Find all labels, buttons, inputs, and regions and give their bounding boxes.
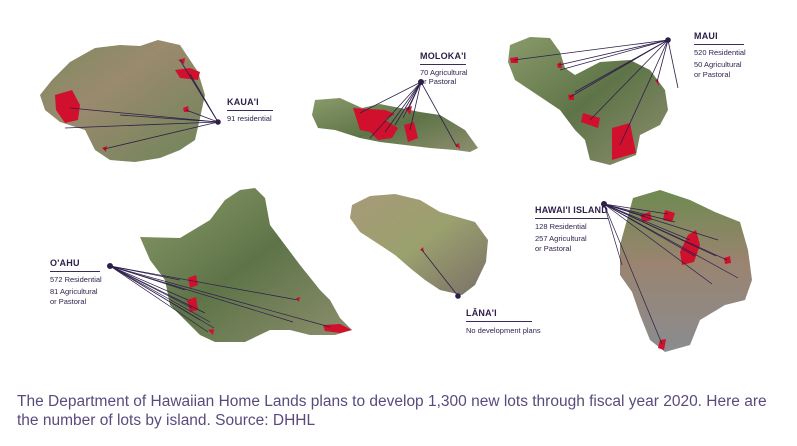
agricultural-count: 257 Agricultural (535, 234, 587, 243)
lanai-marker (455, 293, 461, 299)
island-name: LĀNA'I (466, 308, 532, 322)
development-status: No development plans (466, 326, 541, 335)
agricultural-count-suffix: or Pastoral (694, 69, 731, 79)
island-lanai (350, 194, 488, 299)
island-molokai (312, 79, 478, 152)
label-kauai: KAUA'I 91 residential (227, 92, 273, 123)
island-name: MAUI (694, 31, 744, 45)
agricultural-count-suffix: or Pastoral (50, 296, 87, 306)
hawaiian-islands-map (40, 37, 752, 352)
agricultural-count: 50 Agricultural (694, 60, 742, 69)
agricultural-count-suffix: or Pastoral (535, 243, 572, 253)
residential-count: 520 Residential (694, 48, 746, 57)
label-oahu: O'AHU 572 Residential 81 Agricultural or… (50, 253, 102, 306)
molokai-marker (418, 79, 424, 85)
hawaii-marker (601, 201, 607, 207)
agricultural-count: 81 Agricultural (50, 287, 98, 296)
label-molokai: MOLOKA'I 70 Agricultural or Pastoral (420, 46, 468, 86)
agricultural-count: 70 Agricultural (420, 68, 468, 77)
label-hawaii: HAWAI'I ISLAND 128 Residential 257 Agric… (535, 200, 608, 253)
map-caption: The Department of Hawaiian Home Lands pl… (17, 393, 767, 429)
residential-count: 128 Residential (535, 222, 587, 231)
label-lanai: LĀNA'I No development plans (466, 303, 541, 335)
maui-marker (665, 37, 671, 43)
island-name: O'AHU (50, 258, 100, 272)
island-name: HAWAI'I ISLAND (535, 205, 608, 219)
agricultural-count-suffix: or Pastoral (420, 77, 457, 86)
island-name: KAUA'I (227, 97, 273, 111)
kauai-marker (215, 119, 221, 125)
residential-count: 572 Residential (50, 275, 102, 284)
island-maui (508, 37, 679, 165)
island-oahu (107, 188, 352, 342)
residential-count: 91 residential (227, 114, 272, 123)
island-kauai (40, 40, 221, 162)
label-maui: MAUI 520 Residential 50 Agricultural or … (694, 26, 746, 79)
oahu-marker (107, 263, 113, 269)
island-hawaii (601, 190, 752, 352)
island-name: MOLOKA'I (420, 51, 467, 65)
